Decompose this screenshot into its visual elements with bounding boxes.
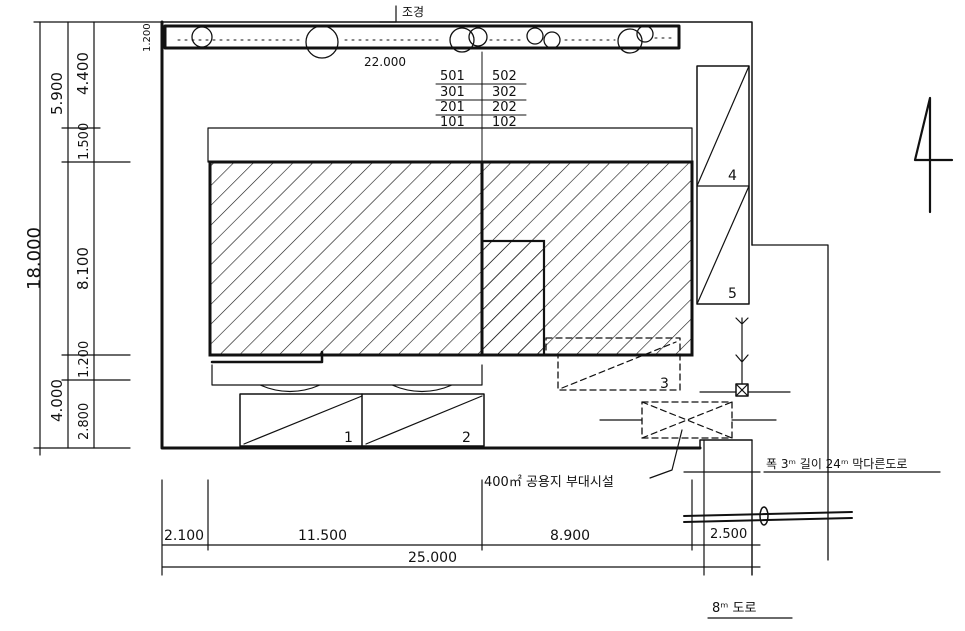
dim-bottom-sub: 2.800 [77,403,92,440]
parking-south [239,393,485,447]
dim-total-depth: 18.000 [24,227,45,290]
parking-3 [545,337,681,391]
dim-small-2: 1.200 [77,341,92,378]
parking-east [696,65,750,305]
dim-bottom-right: 8.900 [550,528,590,544]
unit-table: 501 502 301 302 201 202 101 102 [435,69,527,130]
unit-302: 302 [492,85,517,100]
dim-main: 8.100 [74,247,92,290]
dim-bottom-edge: 2.500 [710,527,747,542]
unit-102: 102 [492,115,517,130]
parking-note-label: 400㎡ 공용지 부대시설 [484,475,614,490]
dim-top-block: 5.900 [48,72,66,115]
dim-top-sub: 4.400 [74,52,92,95]
unit-201: 201 [440,100,465,115]
south-road-label: 8ᵐ 도로 [712,601,756,616]
parking-number-2: 2 [462,430,471,446]
parking-number-3: 3 [660,376,669,392]
dim-bottom-block: 4.000 [48,379,66,422]
unit-501: 501 [440,69,465,84]
dead-end-road [683,244,853,576]
unit-502: 502 [492,69,517,84]
dim-bottom-left: 2.100 [164,528,204,544]
parking-number-1: 1 [344,430,353,446]
north-arrow-icon [913,96,954,214]
dim-top-strip: 1.200 [142,23,153,52]
parking-number-5: 5 [728,286,737,302]
landscape-label: 조경 [402,5,424,19]
unit-301: 301 [440,85,465,100]
dimension-bottom [161,439,761,576]
building-block [207,51,694,393]
dim-total-width: 25.000 [408,550,457,566]
dim-bottom-mid: 11.500 [298,528,347,544]
unit-101: 101 [440,115,465,130]
parking-note-leader [649,429,683,479]
parking-number-4: 4 [728,168,737,184]
site-boundary [160,20,753,450]
landscape-leader [379,5,397,23]
landscape-strip [163,24,681,59]
dimension-left [33,21,163,456]
east-road-label: 폭 3ᵐ 길이 24ᵐ 막다른도로 [766,457,907,471]
dim-top-width: 22.000 [364,55,406,69]
dim-small-1: 1.500 [77,123,92,160]
service-area [599,317,791,439]
unit-202: 202 [492,100,517,115]
